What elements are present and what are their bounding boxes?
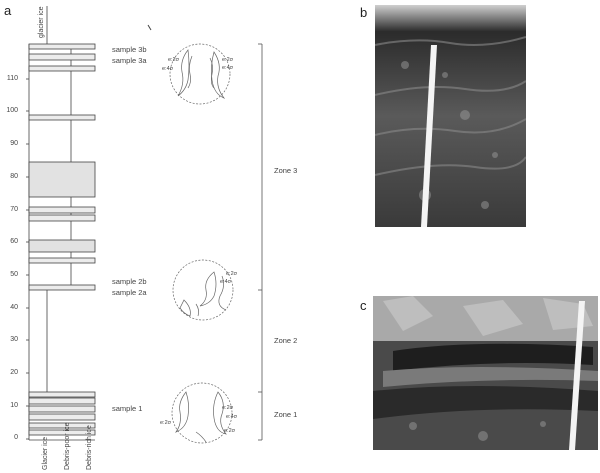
net3-label: e:4σ — [222, 65, 234, 71]
net3-label: e:2σ — [222, 57, 234, 63]
photo-b — [375, 5, 526, 227]
y-tick: 30 — [10, 336, 18, 343]
net1-label: e:2σ — [160, 420, 172, 426]
y-tick: 100 — [6, 107, 18, 114]
panel-label-c: c — [360, 298, 367, 313]
column-label-glacier-ice: Glacier ice — [42, 436, 49, 470]
sample-label-1: sample 1 — [112, 404, 143, 413]
y-tick: 50 — [10, 271, 18, 278]
y-tick: 80 — [10, 173, 18, 180]
debris-layers — [28, 43, 96, 436]
zone-brackets — [258, 43, 263, 441]
sample-label-3a: sample 3a — [112, 56, 147, 65]
column-label-debris-rich-ice: Debris-rich ice — [86, 425, 93, 470]
y-tick: 0 — [14, 434, 18, 441]
net1-label: e:2σ — [224, 428, 236, 434]
sample-label-2a: sample 2a — [112, 288, 147, 297]
sample-label-2b: sample 2b — [112, 277, 147, 286]
y-tick: 60 — [10, 238, 18, 245]
zone-label-3: Zone 3 — [274, 166, 298, 175]
net1-label: e:4σ — [226, 414, 238, 420]
y-tick: 40 — [10, 304, 18, 311]
stereonet-2 — [172, 259, 234, 321]
net2-label: e:4σ — [220, 279, 232, 285]
stereonet-3 — [169, 43, 231, 105]
photo-c — [373, 296, 598, 450]
net3-label: e:2σ — [168, 57, 180, 63]
sample-label-3b: sample 3b — [112, 45, 147, 54]
zone-label-2: Zone 2 — [274, 336, 298, 345]
y-tick: 20 — [10, 369, 18, 376]
zone-label-1: Zone 1 — [274, 410, 298, 419]
y-tick: 90 — [10, 140, 18, 147]
y-tick: 10 — [10, 402, 18, 409]
panel-label-a: a — [4, 3, 12, 18]
net3-label: e:4σ — [162, 66, 174, 72]
y-tick: 110 — [6, 75, 18, 82]
net1-label: e:2σ — [222, 405, 234, 411]
net2-label: e:2σ — [226, 271, 238, 277]
glacier-ice-top-label: glacier ice — [38, 6, 45, 38]
column-label-debris-poor-ice: Debris-poor ice — [64, 422, 71, 470]
panel-label-b: b — [360, 5, 368, 20]
y-tick: 70 — [10, 206, 18, 213]
stereonet-1 — [171, 382, 233, 444]
